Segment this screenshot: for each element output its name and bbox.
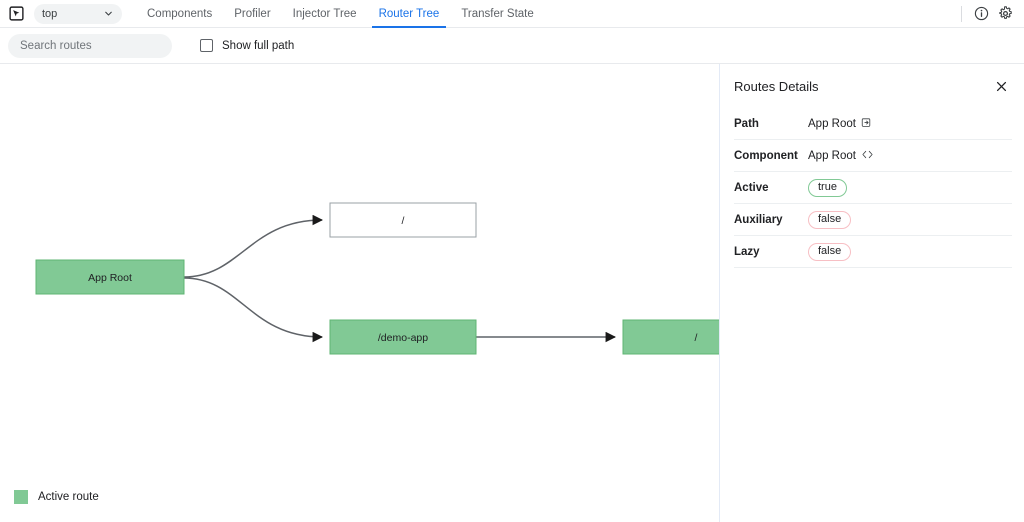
status-badge: false [808,210,852,229]
details-row-active: Active true [734,172,1012,204]
node-label: /demo-app [378,332,428,344]
row-key: Path [734,117,759,130]
legend-label: Active route [38,491,99,503]
row-value: false [808,242,852,261]
gear-icon[interactable] [994,3,1016,25]
routes-details-panel: Routes Details Path App Root Component [719,64,1024,522]
edge-app-root-to-demo-app [183,277,324,343]
chevron-down-icon [103,8,114,19]
node-slash-root[interactable]: / [329,202,477,238]
routes-details-rows: Path App Root Component App Root [720,108,1024,268]
tab-profiler[interactable]: Profiler [223,0,281,28]
node-label: / [695,332,698,344]
row-key: Lazy [734,245,760,258]
tab-transfer-state[interactable]: Transfer State [450,0,544,28]
status-badge: true [808,178,847,197]
close-icon[interactable] [991,76,1011,96]
tab-label: Router Tree [378,7,440,20]
details-row-lazy: Lazy false [734,236,1012,268]
routes-details-header: Routes Details [720,64,1024,108]
router-tree-canvas[interactable]: App Root / /demo-app / Active route [0,64,719,522]
show-full-path-label: Show full path [222,39,295,52]
legend: Active route [14,490,99,504]
row-key: Auxiliary [734,213,783,226]
details-row-component: Component App Root [734,140,1012,172]
show-full-path-checkbox[interactable] [200,39,213,52]
graph-edges [183,214,617,343]
row-key: Component [734,149,798,162]
row-value-text: App Root [808,117,856,130]
tab-bar: Components Profiler Injector Tree Router… [136,0,961,28]
router-tree-graph: App Root / /demo-app / [35,202,719,355]
toolbar-actions [961,0,1024,28]
tab-injector-tree[interactable]: Injector Tree [282,0,368,28]
node-slash-child[interactable]: / [622,319,719,355]
row-value: true [808,178,847,197]
tab-components[interactable]: Components [136,0,223,28]
frame-select-value: top [42,7,58,20]
node-label: App Root [88,272,132,284]
details-row-auxiliary: Auxiliary false [734,204,1012,236]
code-brackets-icon[interactable] [861,149,874,163]
row-value: false [808,210,852,229]
tab-label: Transfer State [461,7,534,20]
tab-label: Components [147,7,213,20]
search-input[interactable] [8,33,172,58]
row-value-text: App Root [808,149,856,162]
row-value: App Root [808,149,874,163]
info-circle-icon[interactable] [970,3,992,25]
edge-app-root-to-slash [183,214,324,278]
details-row-path: Path App Root [734,108,1012,140]
status-badge: false [808,242,852,261]
node-app-root[interactable]: App Root [35,259,185,295]
frame-select[interactable]: top [34,3,122,24]
tab-router-tree[interactable]: Router Tree [368,0,451,28]
row-key: Active [734,181,769,194]
filter-bar: Show full path [0,28,1024,64]
tab-label: Injector Tree [292,7,357,20]
toolbar-divider [961,5,962,22]
show-full-path-toggle[interactable]: Show full path [200,39,294,52]
devtools-toolbar: top Components Profiler Injector Tree Ro… [0,0,1024,28]
node-label: / [402,215,405,227]
node-demo-app[interactable]: /demo-app [329,319,477,355]
tab-label: Profiler [234,7,271,20]
row-value: App Root [808,117,872,131]
panel-title: Routes Details [734,78,819,94]
open-in-new-icon[interactable] [861,117,872,131]
inspect-element-icon[interactable] [6,4,26,24]
legend-swatch-active-route [14,490,28,504]
